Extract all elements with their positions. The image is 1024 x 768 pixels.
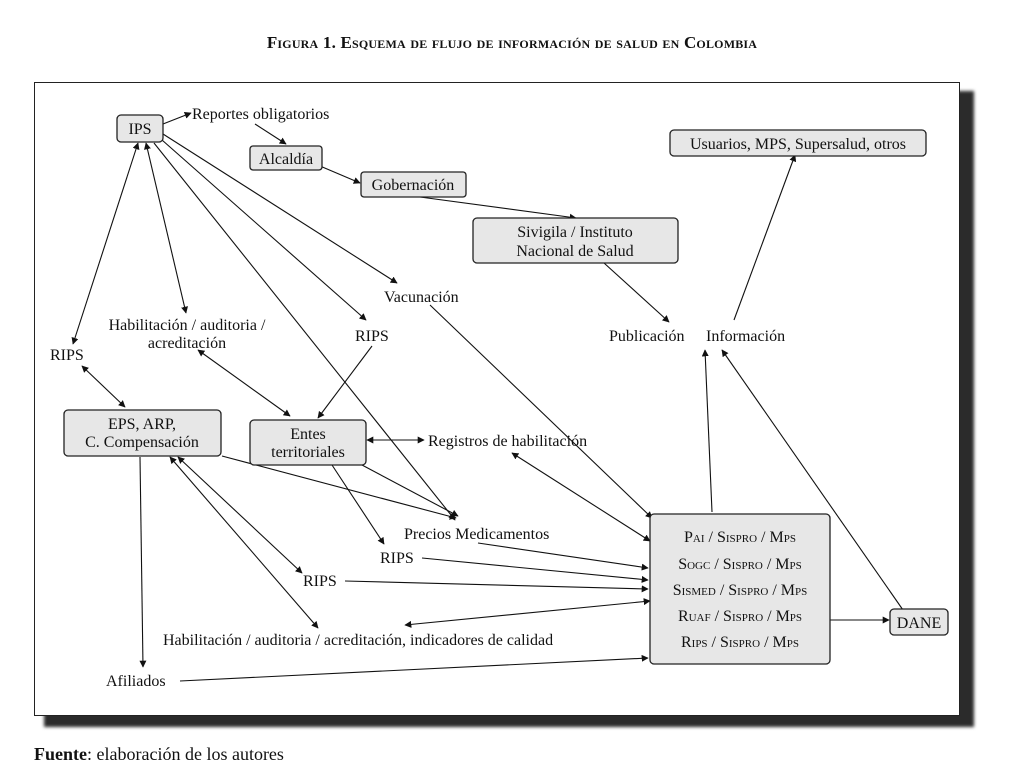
edge-ips-vacunacion bbox=[162, 133, 398, 284]
label-habilitacion-calidad: Habilitación / auditoria / acreditación,… bbox=[163, 632, 553, 649]
edge-dane-informacion bbox=[721, 349, 904, 611]
edge-reportes-alcaldia bbox=[254, 123, 287, 145]
edge-ips-precios bbox=[153, 142, 456, 521]
system-sismed: Sismed / Sispro / Mps bbox=[673, 582, 808, 599]
source-text: : elaboración de los autores bbox=[87, 744, 284, 764]
node-sivigila: Sivigila / Instituto Nacional de Salud bbox=[472, 217, 679, 264]
node-gobernacion-label: Gobernación bbox=[372, 177, 455, 194]
edge-ips-reportes bbox=[162, 112, 192, 125]
edge-systems-informacion bbox=[701, 349, 713, 513]
edge-habilitacion-calidad-systems bbox=[404, 598, 651, 628]
figure-title: Figura 1. Esquema de flujo de informació… bbox=[266, 33, 758, 52]
node-systems: Pai / Sispro / Mps Sogc / Sispro / Mps S… bbox=[649, 513, 831, 665]
edge-entes-rips-lower bbox=[331, 464, 385, 545]
edge-alcaldia-gobernacion bbox=[319, 165, 361, 184]
edge-precios-systems bbox=[477, 542, 649, 571]
node-entes-label-1: Entes bbox=[290, 426, 326, 443]
edges bbox=[71, 112, 904, 682]
edge-registros-systems bbox=[511, 452, 651, 542]
node-ips: IPS bbox=[116, 114, 164, 143]
label-habilitacion-2: acreditación bbox=[148, 335, 226, 352]
edge-gobernacion-sivigila bbox=[419, 196, 577, 221]
label-informacion: Información bbox=[706, 328, 785, 345]
edge-rips-center-entes bbox=[317, 345, 373, 419]
edge-informacion-usuarios bbox=[733, 154, 797, 321]
source-label: Fuente bbox=[34, 744, 87, 764]
node-ips-label: IPS bbox=[128, 121, 151, 138]
label-rips-bottom: RIPS bbox=[303, 573, 337, 590]
node-sivigila-label-2: Nacional de Salud bbox=[516, 243, 633, 260]
label-reportes: Reportes obligatorios bbox=[192, 106, 329, 123]
node-entes: Entes territoriales bbox=[249, 419, 367, 466]
label-rips-lower: RIPS bbox=[380, 550, 414, 567]
label-vacunacion: Vacunación bbox=[384, 289, 459, 306]
node-dane: DANE bbox=[889, 608, 949, 636]
edge-rips-left-eps bbox=[81, 365, 126, 408]
system-sogc: Sogc / Sispro / Mps bbox=[678, 556, 802, 573]
label-registros: Registros de habilitación bbox=[428, 433, 587, 450]
system-ruaf: Ruaf / Sispro / Mps bbox=[678, 608, 802, 625]
edge-afiliados-systems bbox=[179, 654, 649, 682]
edge-eps-habilitacion-calidad bbox=[169, 456, 319, 629]
edge-eps-rips-bottom bbox=[177, 456, 303, 574]
node-eps-label-2: C. Compensación bbox=[85, 434, 199, 451]
edge-labels: Reportes obligatorios RIPS Habilitación … bbox=[50, 106, 785, 690]
edge-rips-bottom-systems bbox=[344, 580, 649, 593]
label-rips-left: RIPS bbox=[50, 347, 84, 364]
edge-sivigila-publicacion bbox=[603, 262, 670, 323]
node-sivigila-label-1: Sivigila / Instituto bbox=[517, 224, 633, 241]
label-precios: Precios Medicamentos bbox=[404, 526, 549, 543]
edge-eps-afiliados bbox=[139, 456, 147, 668]
node-eps-label-1: EPS, ARP, bbox=[108, 416, 176, 433]
edge-ips-rips-center bbox=[161, 139, 367, 321]
node-alcaldia-label: Alcaldía bbox=[259, 151, 313, 168]
system-rips: Rips / Sispro / Mps bbox=[681, 634, 799, 651]
system-pai: Pai / Sispro / Mps bbox=[684, 529, 796, 546]
node-eps: EPS, ARP, C. Compensación bbox=[63, 409, 222, 457]
edge-ips-habilitacion bbox=[144, 142, 188, 314]
node-alcaldia: Alcaldía bbox=[249, 145, 323, 171]
figure-source: Fuente: elaboración de los autores bbox=[34, 744, 284, 765]
node-usuarios: Usuarios, MPS, Supersalud, otros bbox=[669, 129, 927, 157]
label-afiliados: Afiliados bbox=[106, 673, 166, 690]
edge-rips-lower-systems bbox=[421, 557, 649, 583]
edge-habilitacion-entes bbox=[197, 349, 291, 417]
edge-entes-precios bbox=[361, 464, 459, 517]
edge-ips-rips-left bbox=[71, 142, 140, 345]
label-publicacion: Publicación bbox=[609, 328, 685, 345]
node-gobernacion: Gobernación bbox=[360, 171, 467, 198]
node-dane-label: DANE bbox=[897, 615, 941, 632]
node-usuarios-label: Usuarios, MPS, Supersalud, otros bbox=[690, 136, 906, 153]
label-rips-center: RIPS bbox=[355, 328, 389, 345]
label-habilitacion-1: Habilitación / auditoria / bbox=[109, 317, 266, 334]
node-entes-label-2: territoriales bbox=[271, 444, 345, 461]
